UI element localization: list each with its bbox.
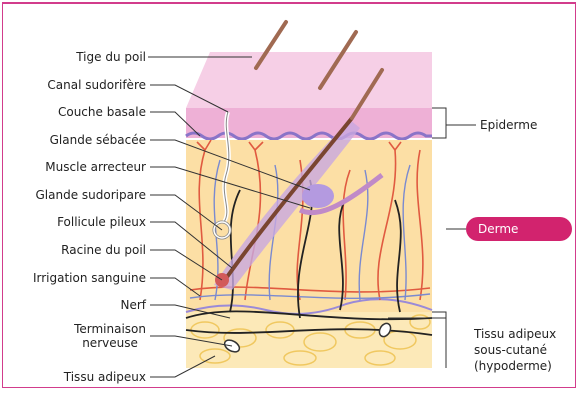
sebaceous-gland xyxy=(302,184,334,208)
skin-top-surface xyxy=(186,52,432,108)
label-terminaison-nerveuse: Terminaison nerveuse xyxy=(74,322,146,350)
label-racine-du-poil: Racine du poil xyxy=(61,243,146,257)
label-tissu-adipeux: Tissu adipeux xyxy=(64,370,146,384)
label-derme: Derme xyxy=(466,217,572,241)
label-glande-sebacee: Glande sébacée xyxy=(50,133,146,147)
label-hypoderme: Tissu adipeux sous-cutané (hypoderme) xyxy=(474,326,556,374)
label-nerf: Nerf xyxy=(120,298,146,312)
label-canal-sudorifere: Canal sudorifère xyxy=(47,78,146,92)
label-follicule-pileux: Follicule pileux xyxy=(57,215,146,229)
label-muscle-arrecteur: Muscle arrecteur xyxy=(45,160,146,174)
label-couche-basale: Couche basale xyxy=(58,105,146,119)
label-epiderme: Epiderme xyxy=(480,118,537,132)
label-tige-du-poil: Tige du poil xyxy=(76,50,146,64)
label-glande-sudoripare: Glande sudoripare xyxy=(35,188,146,202)
label-irrigation-sanguine: Irrigation sanguine xyxy=(33,271,146,285)
